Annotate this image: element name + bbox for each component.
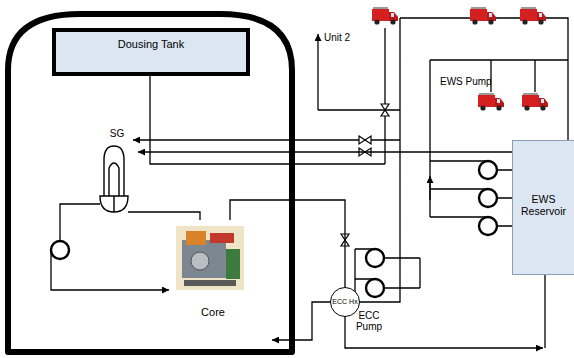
core-photo-ground (176, 226, 244, 290)
part-label: ECC Pump (352, 310, 386, 332)
valves (341, 104, 389, 246)
valve-symbol (359, 136, 371, 144)
fire-truck (372, 7, 398, 25)
heat-exchanger-circle: ECC Hx (330, 287, 360, 317)
containment-building (8, 14, 292, 352)
sg-shell (104, 146, 124, 196)
pump-symbol (479, 217, 497, 235)
pump-symbol (366, 249, 384, 267)
core-part (210, 233, 234, 243)
core-machinery (176, 226, 244, 290)
fire-truck (520, 7, 546, 25)
fire-truck (522, 93, 548, 111)
unit2-arrow (317, 34, 318, 110)
fire-trucks (372, 7, 548, 111)
pump-symbol (366, 279, 384, 297)
part-label: EWS Pump (440, 76, 500, 87)
pump-symbol (479, 161, 497, 179)
core-part (186, 231, 206, 245)
fire-truck (478, 93, 504, 111)
core-box: Core (170, 220, 256, 318)
node-text: SG (96, 128, 138, 139)
pipe-connector (230, 200, 345, 287)
steam-generator: SG (96, 128, 138, 214)
reservoir-box: EWS Reservoir (512, 140, 574, 275)
core-base (184, 280, 236, 286)
tank-box: Dousing Tank (52, 28, 250, 76)
core-body (182, 240, 226, 278)
node-text: ECC Hx (332, 298, 357, 306)
sg-tube (109, 163, 119, 212)
sg-vessel (100, 146, 128, 212)
node-text: Core (170, 306, 256, 318)
core-part (191, 252, 209, 270)
part-label: Unit 2 (324, 32, 368, 43)
fire-truck (470, 7, 496, 25)
node-text: Dousing Tank (56, 38, 246, 50)
return-arrow (272, 302, 332, 340)
valve-symbol (381, 104, 389, 116)
node-text: EWS Reservoir (515, 193, 572, 217)
pump-symbol (51, 241, 69, 259)
core-part (226, 249, 240, 279)
primary-loop-arrow (51, 252, 169, 290)
manifold-arrow (429, 176, 430, 200)
pump-symbol (479, 189, 497, 207)
pipe-connector (138, 151, 512, 152)
